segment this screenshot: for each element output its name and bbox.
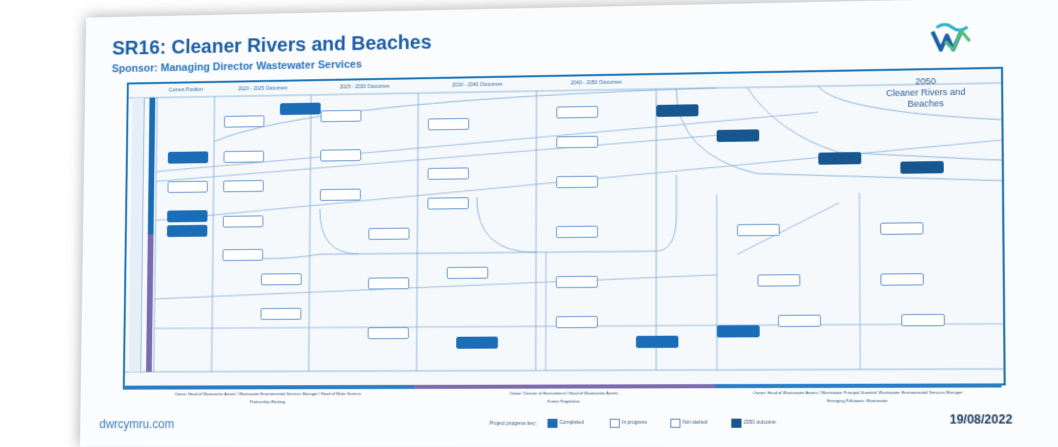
column-header-2025: 2020 - 2025 Outcomes xyxy=(217,83,310,94)
theme-regulation: Future Regulation xyxy=(414,398,715,404)
footer-owners: Owner: Head of Wastewater Assets / Waste… xyxy=(123,383,1002,405)
milestone-box[interactable] xyxy=(320,149,361,161)
sponsor-line: Sponsor: Managing Director Wastewater Se… xyxy=(112,59,362,75)
milestone-box[interactable] xyxy=(447,267,489,279)
key-swatch xyxy=(731,419,741,428)
milestone-box[interactable] xyxy=(223,151,264,163)
milestone-box[interactable] xyxy=(901,314,945,327)
footer-bar-blue xyxy=(123,385,415,390)
milestone-box[interactable] xyxy=(223,215,264,227)
axis-band-lower xyxy=(129,185,144,371)
milestone-box[interactable] xyxy=(656,104,698,117)
key-label: Completed xyxy=(560,420,584,426)
key-label: 2050 outcome xyxy=(744,420,776,426)
milestone-box[interactable] xyxy=(368,277,409,289)
milestone-box[interactable] xyxy=(428,118,469,131)
column-header-2040: 2030 - 2040 Outcomes xyxy=(420,79,534,91)
footer-bar-blue-right xyxy=(715,383,1002,388)
milestone-box[interactable] xyxy=(556,226,598,238)
milestone-box[interactable] xyxy=(556,176,598,189)
document-date: 19/08/2022 xyxy=(950,412,1013,426)
milestone-box[interactable] xyxy=(556,316,598,328)
roadmap-sheet: SR16: Cleaner Rivers and Beaches Sponsor… xyxy=(80,0,1058,447)
milestone-box[interactable] xyxy=(556,136,598,149)
milestone-box[interactable] xyxy=(717,129,760,142)
milestone-box[interactable] xyxy=(556,106,598,119)
milestone-box[interactable] xyxy=(167,181,207,193)
milestone-box[interactable] xyxy=(168,151,208,163)
column-header-2030: 2025 - 2030 Outcomes xyxy=(313,81,416,93)
column-header-2050: 2040 - 2050 Outcomes xyxy=(539,77,655,89)
key-swatch xyxy=(670,419,680,428)
progress-key-label: Project progress key: xyxy=(490,421,537,427)
milestone-box[interactable] xyxy=(456,337,498,349)
theme-pollutants: Emerging Pollutants: Wastewater xyxy=(715,398,1002,404)
milestone-box[interactable] xyxy=(368,327,409,339)
milestone-box[interactable] xyxy=(880,273,923,286)
milestone-box[interactable] xyxy=(320,189,361,201)
wave-logo-icon xyxy=(930,21,974,54)
key-label: In progress xyxy=(622,420,647,426)
milestone-box[interactable] xyxy=(778,315,821,327)
key-label: Not started xyxy=(682,420,707,426)
roadmap-title: SR16: Cleaner Rivers and Beaches xyxy=(112,32,432,61)
key-swatch xyxy=(547,419,557,428)
roadmap-board: Current Position 2020 - 2025 Outcomes 20… xyxy=(123,67,1006,388)
axis-band-upper xyxy=(131,98,145,186)
vision-2050: 2050 Cleaner Rivers and Beaches xyxy=(849,75,1004,111)
milestone-box[interactable] xyxy=(737,224,780,237)
milestone-box[interactable] xyxy=(167,225,207,237)
milestone-box[interactable] xyxy=(321,110,362,122)
milestone-box[interactable] xyxy=(636,336,678,348)
milestone-box[interactable] xyxy=(556,276,598,288)
milestone-box[interactable] xyxy=(427,197,468,209)
milestone-box[interactable] xyxy=(368,228,409,240)
milestone-box[interactable] xyxy=(167,210,207,222)
owner-partnership: Owner: Head of Wastewater Assets / Waste… xyxy=(123,391,415,397)
theme-partnership: Partnership Working xyxy=(123,399,415,404)
milestone-box[interactable] xyxy=(224,115,265,127)
milestone-box[interactable] xyxy=(223,180,264,192)
milestone-box[interactable] xyxy=(260,308,301,320)
milestone-box[interactable] xyxy=(222,249,263,261)
milestone-box[interactable] xyxy=(428,167,469,179)
milestone-box[interactable] xyxy=(261,273,302,285)
milestone-box[interactable] xyxy=(818,152,861,165)
milestone-box[interactable] xyxy=(880,222,923,235)
column-header-current: Current Position xyxy=(159,85,213,96)
key-swatch xyxy=(610,419,620,428)
site-url: dwrcymru.com xyxy=(99,417,174,431)
milestone-box[interactable] xyxy=(717,325,760,337)
owner-pollutants: Owner: Head of Wastewater Assets / Waste… xyxy=(715,390,1002,396)
milestone-box[interactable] xyxy=(757,274,800,286)
milestone-box[interactable] xyxy=(280,103,321,115)
footer-bar-purple xyxy=(414,384,714,389)
milestone-box[interactable] xyxy=(900,161,943,174)
owner-regulation: Owner: Director of Environment / Head of… xyxy=(414,390,715,396)
